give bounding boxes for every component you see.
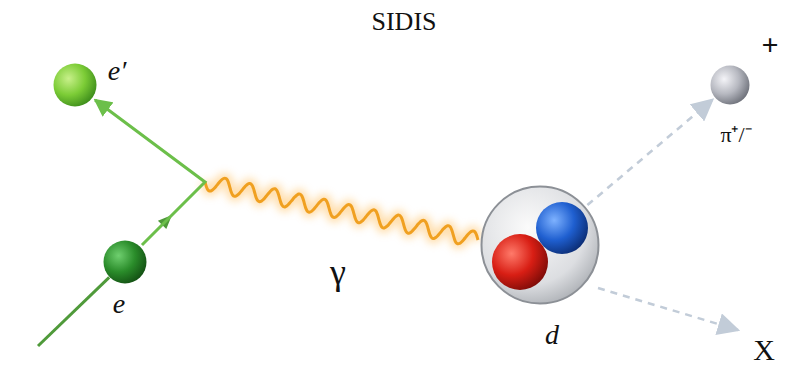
- diagram-title: SIDIS: [371, 7, 436, 37]
- pion-track: [587, 100, 712, 205]
- photon-wave: [205, 178, 478, 244]
- particle-label: e: [113, 290, 125, 318]
- particle-ball: [103, 240, 147, 284]
- pion: +π⁺/⁻: [710, 65, 750, 105]
- particle-label: e′: [108, 57, 127, 85]
- particle-ball: [710, 65, 750, 105]
- particle-ball: [53, 63, 97, 107]
- photon-glow: [205, 178, 478, 244]
- deuteron-target: d: [480, 185, 600, 305]
- scattered-electron: e′: [53, 63, 97, 107]
- particle-label: +: [761, 30, 778, 60]
- photon-line: [205, 178, 478, 244]
- beam-electron: e: [103, 240, 147, 284]
- remnant-label: X: [753, 335, 775, 365]
- particle-label: π⁺/⁻: [720, 124, 751, 146]
- photon-label: γ: [330, 254, 346, 290]
- particle-label: d: [545, 321, 559, 349]
- particle-ball: [480, 185, 600, 305]
- electron-track: [95, 100, 205, 245]
- electron-track: [38, 277, 109, 346]
- leader-line: [598, 288, 738, 330]
